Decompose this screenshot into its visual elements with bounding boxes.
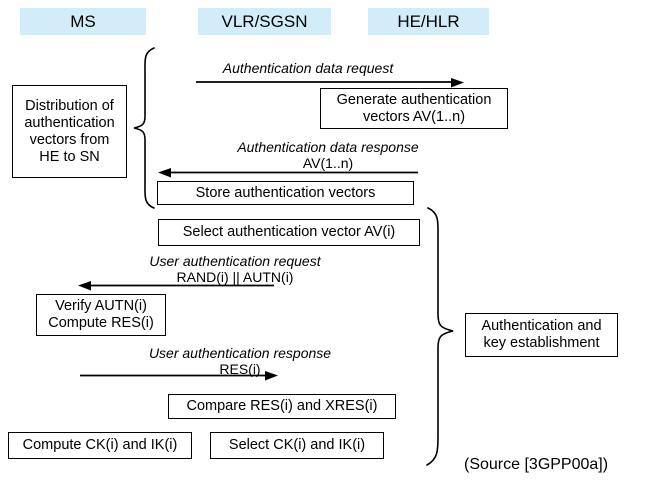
action-box-store-auth-vectors: Store authentication vectors xyxy=(157,181,414,205)
phase-label-line-3: vectors from xyxy=(29,131,110,148)
action-line-1: Select authentication vector AV(i) xyxy=(182,224,396,240)
lane-header-he-hlr: HE/HLR xyxy=(368,8,489,35)
action-box-select-auth-vector: Select authentication vector AV(i) xyxy=(158,219,420,246)
phase-label-line-2: authentication xyxy=(24,114,115,131)
action-line-1: Store authentication vectors xyxy=(195,184,376,201)
action-line-1: Generate authentication xyxy=(336,91,492,108)
message-plain-text: RAND(i) || AUTN(i) xyxy=(176,269,294,285)
action-box-verify-autn-compute-res: Verify AUTN(i) Compute RES(i) xyxy=(36,294,166,336)
action-line-1: Select CK(i) and IK(i) xyxy=(228,437,366,453)
message-label-user-auth-response: User authentication response RES(i) xyxy=(95,345,385,377)
arrow-user-auth-response xyxy=(80,371,278,381)
phase-label-distribution-box: Distribution of authentication vectors f… xyxy=(12,85,127,178)
lane-header-vlr-sgsn: VLR/SGSN xyxy=(198,8,331,35)
message-italic-text: User authentication request xyxy=(149,253,321,269)
action-line-2: vectors AV(1..n) xyxy=(362,108,466,125)
arrow-auth-data-request xyxy=(196,78,464,88)
source-note: (Source [3GPP00a]) xyxy=(464,456,609,473)
action-line-1: Compute CK(i) and IK(i) xyxy=(22,437,178,453)
action-line-2: Compute RES(i) xyxy=(48,315,154,331)
arrow-auth-data-response xyxy=(158,168,418,178)
message-plain-text: AV(1..n) xyxy=(302,155,354,171)
action-box-compare-res-xres: Compare RES(i) and XRES(i) xyxy=(168,394,396,419)
lane-header-ms: MS xyxy=(20,8,146,35)
message-plain-text: RES(i) xyxy=(219,361,261,377)
arrow-user-auth-request xyxy=(78,281,274,291)
phase-brace-distribution xyxy=(133,47,155,209)
message-italic-text: Authentication data response xyxy=(237,139,419,155)
action-line-1: Compare RES(i) and XRES(i) xyxy=(186,398,378,414)
action-line-1: Verify AUTN(i) xyxy=(55,298,147,314)
action-box-generate-auth-vectors: Generate authentication vectors AV(1..n) xyxy=(320,88,508,129)
message-label-auth-data-request: Authentication data request xyxy=(158,60,458,76)
action-box-compute-ck-ik: Compute CK(i) and IK(i) xyxy=(8,432,192,459)
phase-label-auth-key-box: Authentication and key establishment xyxy=(465,313,618,357)
message-italic-text: Authentication data request xyxy=(222,60,394,76)
message-label-auth-data-response: Authentication data response AV(1..n) xyxy=(178,139,478,171)
phase-label-line-1: Authentication and xyxy=(481,318,602,334)
phase-brace-auth-key-establishment xyxy=(426,207,454,466)
phase-label-line-1: Distribution of xyxy=(25,97,114,114)
action-box-select-ck-ik: Select CK(i) and IK(i) xyxy=(210,432,384,459)
message-label-user-auth-request: User authentication request RAND(i) || A… xyxy=(95,253,375,285)
phase-label-line-2: key establishment xyxy=(483,335,600,351)
message-italic-text: User authentication response xyxy=(148,345,332,361)
phase-label-line-4: HE to SN xyxy=(39,148,100,165)
